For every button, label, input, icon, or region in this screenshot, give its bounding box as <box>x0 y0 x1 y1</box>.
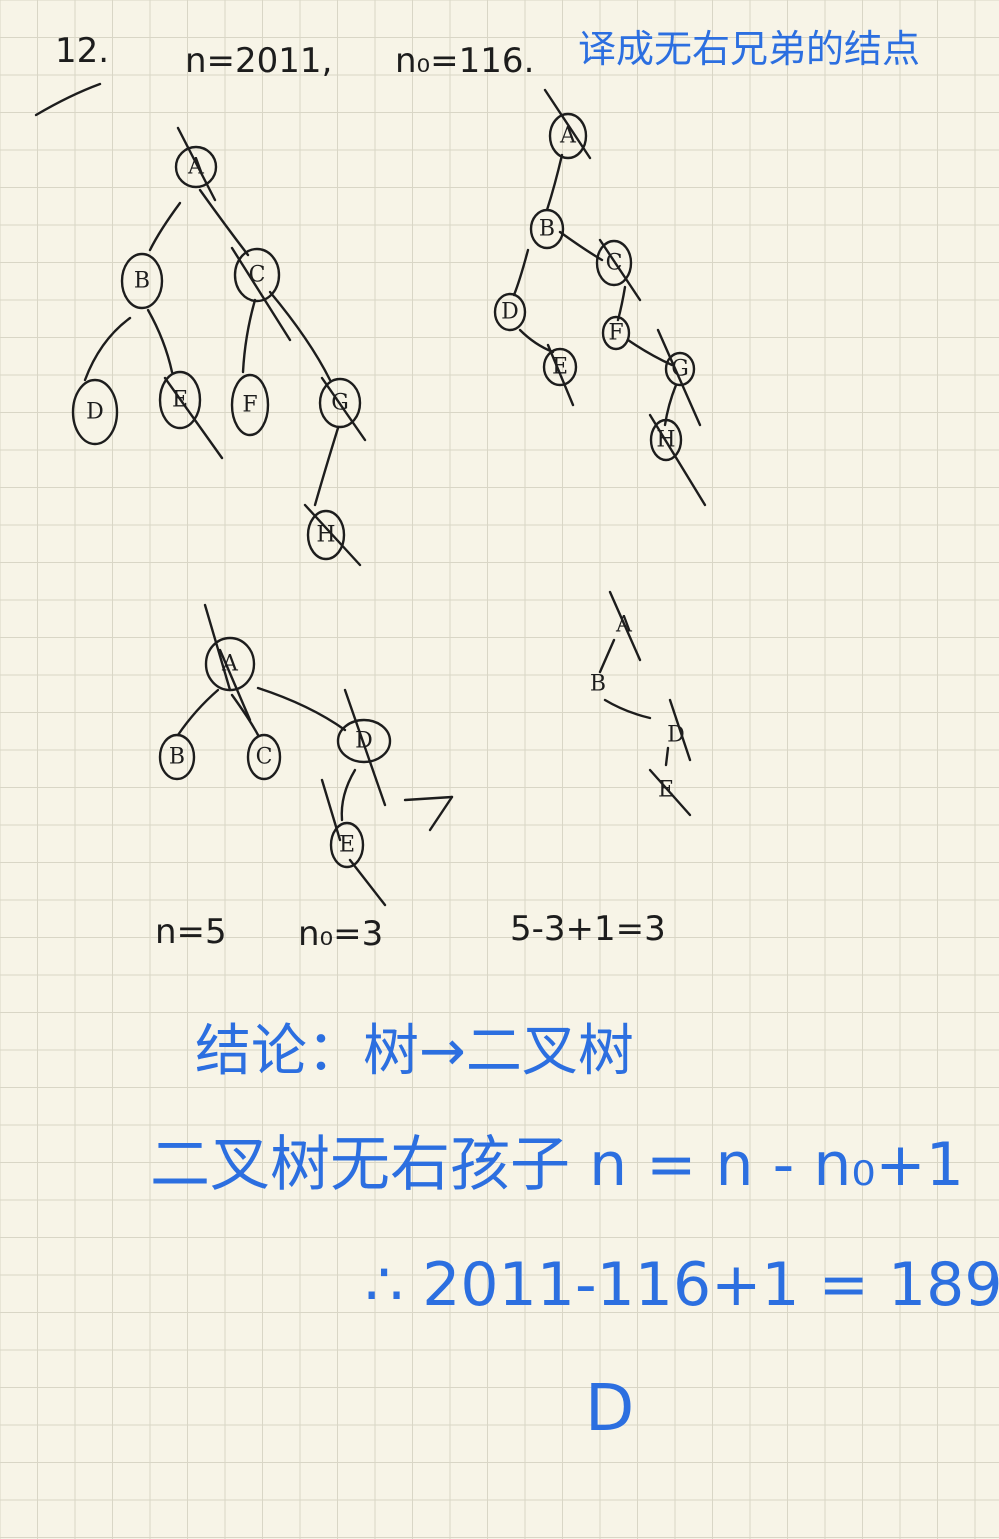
tree-node-label: D <box>86 400 104 425</box>
example-n0: n₀=3 <box>298 914 383 954</box>
tree-node-label: B <box>539 217 555 242</box>
conclusion-line-1: 结论：树→二叉树 <box>195 1019 634 1084</box>
tree-node: B <box>120 252 164 310</box>
tree-node-label: C <box>256 745 273 770</box>
tree-node-label: G <box>671 357 689 382</box>
header-note: 译成无右兄弟的结点 <box>578 27 920 71</box>
tree-node: E <box>542 347 578 387</box>
tree-node: A <box>204 636 256 692</box>
tree-node-label: A <box>221 652 239 677</box>
tree-node-label: B <box>169 745 185 770</box>
tree-node: B <box>158 733 196 781</box>
tree-node-label: H <box>316 523 335 548</box>
strike-marks <box>608 590 692 817</box>
given-n: n=2011, <box>185 41 332 81</box>
answer-letter: D <box>585 1372 634 1446</box>
tree-node: F <box>601 315 631 351</box>
tree-node-label: B <box>134 269 150 294</box>
tree-node: B <box>529 208 565 250</box>
tree-node-label: F <box>242 393 257 418</box>
tree-4: A B D E <box>590 590 692 817</box>
tree-node: A <box>174 145 218 189</box>
problem-underline <box>34 82 102 117</box>
transform-arrow <box>403 795 454 832</box>
tree-node: B <box>590 672 606 697</box>
strike-marks <box>203 603 387 907</box>
example-n: n=5 <box>155 912 227 952</box>
tree-node: D <box>71 378 119 446</box>
tree-node: F <box>230 373 270 437</box>
strike-marks <box>543 88 707 507</box>
conclusion-line-2: 二叉树无右孩子 n = n - n₀+1 <box>150 1130 964 1200</box>
tree-node: E <box>329 821 365 869</box>
tree-node-label: B <box>590 672 606 697</box>
tree-node-label: E <box>552 355 568 380</box>
example-calc: 5-3+1=3 <box>510 909 666 949</box>
strike-marks <box>163 126 367 567</box>
given-n0: n₀=116. <box>395 41 534 81</box>
tree-node-label: D <box>501 300 519 325</box>
conclusion-line-3: ∴ 2011-116+1 = 1896 <box>365 1250 999 1320</box>
tree-node-label: E <box>339 833 355 858</box>
tree-node-label: F <box>608 321 623 346</box>
tree-node-label: C <box>249 263 266 288</box>
tree-3: A B C D E <box>158 603 392 907</box>
tree-node: G <box>664 351 696 387</box>
tree-2: A B C D F E G H <box>493 88 707 507</box>
tree-node: A <box>548 112 588 160</box>
tree-node: C <box>246 733 282 781</box>
tree-node: H <box>306 509 346 561</box>
problem-number: 12. <box>55 31 109 71</box>
tree-node: D <box>493 292 527 332</box>
tree-node: C <box>233 247 281 303</box>
tree-1: A B C D E F G H <box>71 126 367 567</box>
